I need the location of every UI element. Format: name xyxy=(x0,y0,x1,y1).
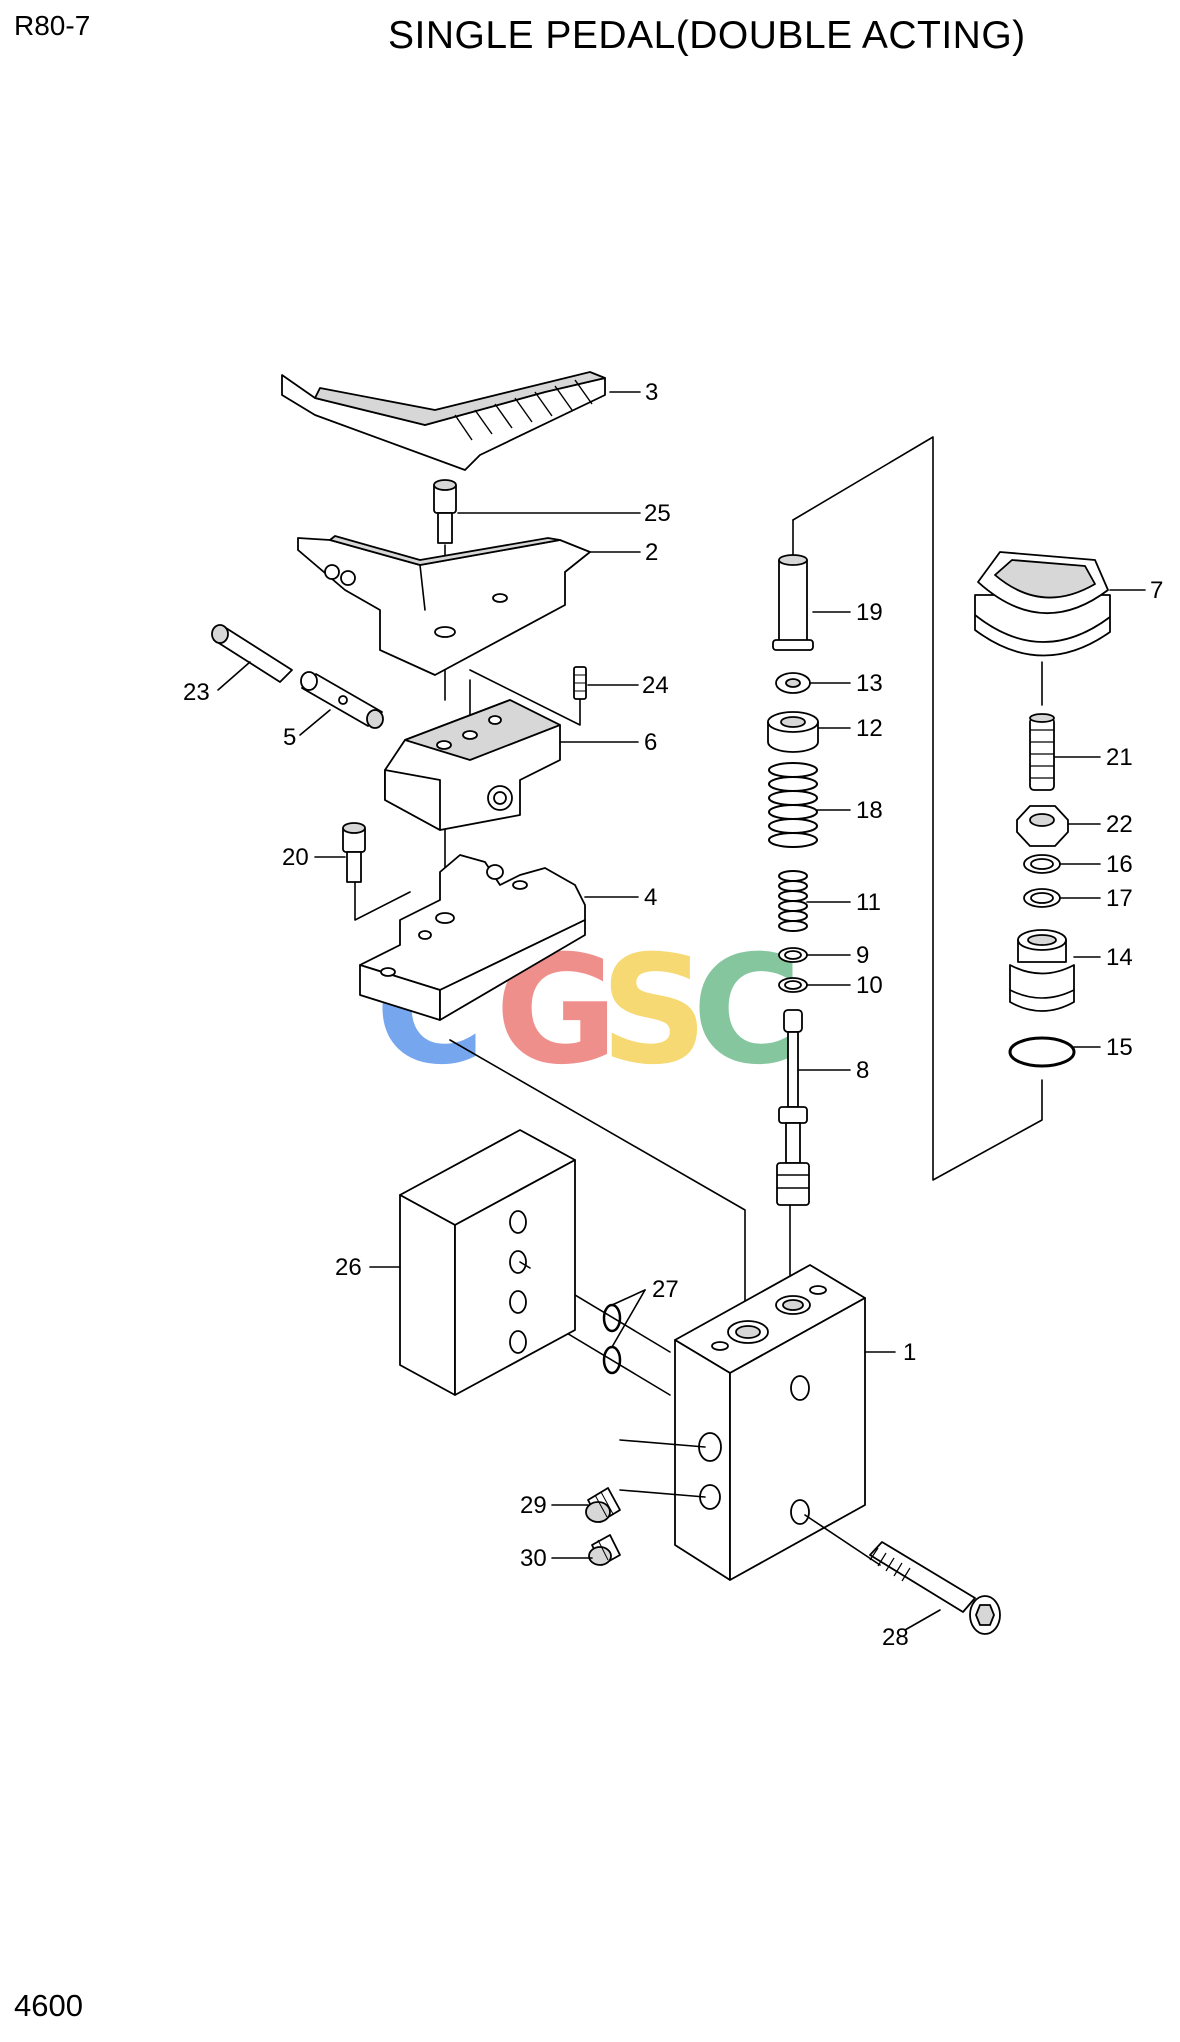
callout-29: 29 xyxy=(520,1492,547,1519)
part-valve-body xyxy=(519,1261,881,1581)
callout-21: 21 xyxy=(1106,744,1133,771)
part-boot-7 xyxy=(974,551,1111,657)
callout-13: 13 xyxy=(856,670,883,697)
part-pedal-pad xyxy=(281,371,606,471)
callout-28: 28 xyxy=(882,1624,909,1651)
part-pedal-arm xyxy=(297,535,591,676)
part-pin-23 xyxy=(211,624,293,683)
part-o-ring-15 xyxy=(1008,1036,1076,1068)
part-plug-29 xyxy=(585,1487,621,1523)
part-plug-21 xyxy=(1029,713,1055,791)
part-cap-screw-25 xyxy=(433,479,457,544)
callout-5: 5 xyxy=(283,724,296,751)
callout-22: 22 xyxy=(1106,811,1133,838)
watermark-letter-s: S xyxy=(600,924,708,1098)
callout-2: 2 xyxy=(645,539,658,566)
part-bolt-28 xyxy=(869,1541,1001,1635)
part-ring-16 xyxy=(1023,854,1061,874)
callout-24: 24 xyxy=(642,672,669,699)
page-title: SINGLE PEDAL(DOUBLE ACTING) xyxy=(388,14,1026,57)
part-pedal-block xyxy=(384,699,561,831)
callout-12: 12 xyxy=(856,715,883,742)
callout-3: 3 xyxy=(645,379,658,406)
part-bushing-14 xyxy=(1009,929,1075,1012)
part-plate-26 xyxy=(399,1129,576,1396)
callout-9: 9 xyxy=(856,942,869,969)
part-spring-18 xyxy=(768,762,818,848)
part-cap-screw-20 xyxy=(342,822,366,883)
callout-11: 11 xyxy=(856,889,881,916)
callout-30: 30 xyxy=(520,1545,547,1572)
callout-1: 1 xyxy=(903,1339,916,1366)
callout-19: 19 xyxy=(856,599,883,626)
page-number: 4600 xyxy=(14,1988,83,2023)
callout-23: 23 xyxy=(183,679,210,706)
callout-4: 4 xyxy=(644,884,657,911)
callout-14: 14 xyxy=(1106,944,1133,971)
callout-20: 20 xyxy=(282,844,309,871)
callout-26: 26 xyxy=(335,1254,362,1281)
part-hex-nut-22 xyxy=(1016,805,1069,847)
part-spring-seat-12 xyxy=(767,711,819,753)
part-washer-13 xyxy=(775,672,811,694)
part-plunger-19 xyxy=(772,554,814,651)
part-washer-10 xyxy=(778,977,808,993)
part-set-pin-24 xyxy=(573,666,587,700)
part-ring-17 xyxy=(1023,888,1061,908)
callout-15: 15 xyxy=(1106,1034,1133,1061)
part-pin-5 xyxy=(300,671,384,729)
callout-27: 27 xyxy=(652,1276,679,1303)
callout-16: 16 xyxy=(1106,851,1133,878)
part-spring-11 xyxy=(778,870,808,932)
callout-7: 7 xyxy=(1150,577,1163,604)
part-pedal-base xyxy=(359,854,586,1021)
callout-labels: 3 25 2 19 7 13 12 24 6 23 5 21 18 22 20 … xyxy=(183,379,1163,1651)
callout-17: 17 xyxy=(1106,885,1133,912)
callout-18: 18 xyxy=(856,797,883,824)
model-number: R80-7 xyxy=(14,10,91,41)
callout-25: 25 xyxy=(644,500,671,527)
leader-lines xyxy=(217,391,1146,1631)
assembly-lines xyxy=(354,436,1043,1396)
part-plug-30 xyxy=(588,1534,621,1566)
callout-10: 10 xyxy=(856,972,883,999)
part-washer-9 xyxy=(778,947,808,963)
callout-6: 6 xyxy=(644,729,657,756)
callout-8: 8 xyxy=(856,1057,869,1084)
